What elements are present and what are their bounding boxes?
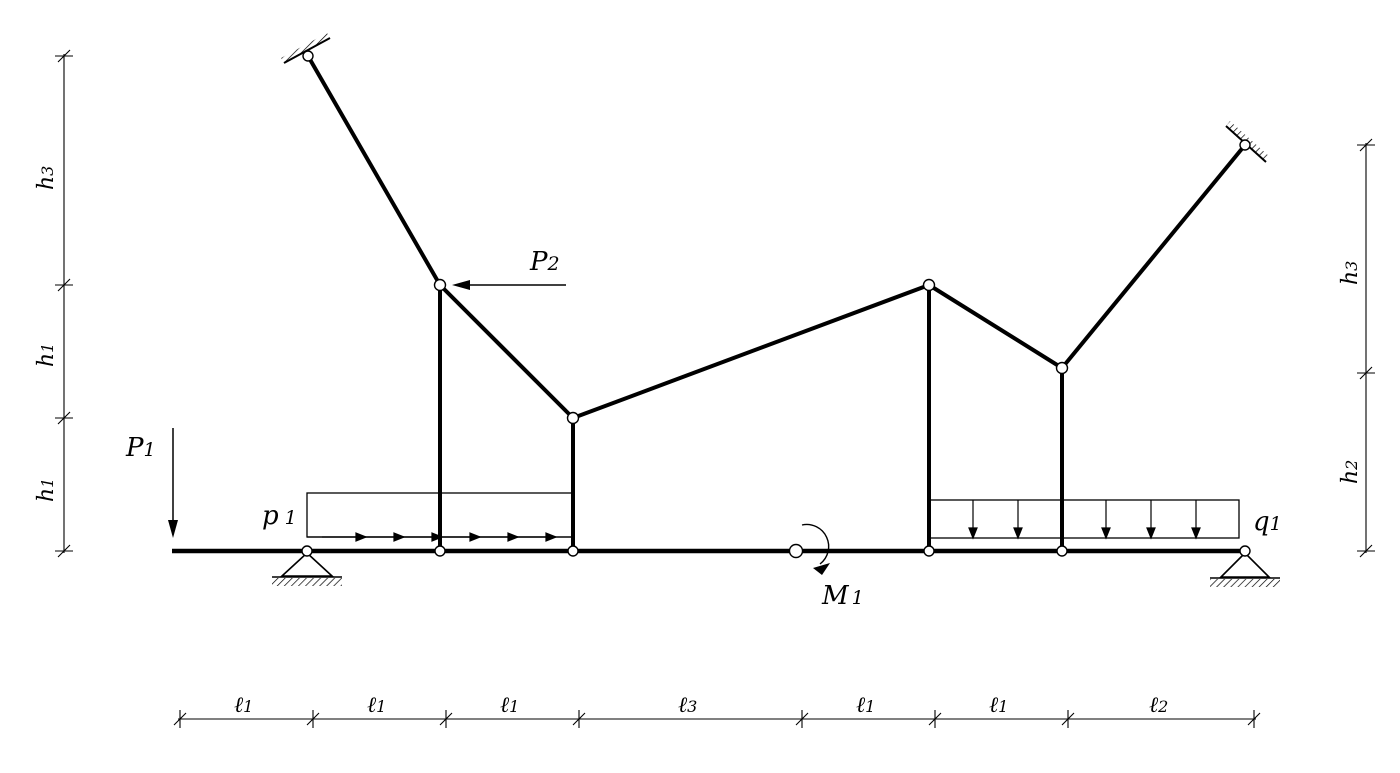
dim-bottom-7: ℓ2 [1149,693,1168,718]
member-left-diag [438,283,575,420]
dim-bottom-5: ℓ1 [856,693,875,718]
dim-left-1: h3 [34,166,59,190]
dim-right-1: h3 [1338,261,1363,285]
right-pin-support [1210,551,1280,587]
dim-bottom-1: ℓ1 [234,693,253,718]
member-right-upper [1060,143,1247,370]
member-left-upper [306,55,442,286]
hinge [301,545,313,557]
hinge [1239,139,1251,151]
hinge [433,278,447,292]
dim-bottom-4: ℓ3 [678,693,697,718]
left-pin-support [272,551,342,586]
point-load-p2-arrow [452,280,566,290]
hinge [302,50,314,62]
label-q1: q1 [1253,507,1282,537]
hinge [923,545,935,557]
member-right-diag [927,283,1064,370]
hinge [434,545,446,557]
hinge [567,545,579,557]
bottom-dimension [173,710,1261,728]
point-load-p1-arrow [168,428,178,538]
distributed-load-p1 [306,492,574,542]
hinges [301,50,1251,559]
hinge [1055,361,1069,375]
moment-m1-arrow [801,523,830,575]
dim-right-2: h2 [1338,460,1363,484]
right-dimension [1357,138,1375,558]
hinge [566,411,580,425]
left-dimension [55,49,73,558]
dim-bottom-3: ℓ1 [500,693,519,718]
dim-bottom-2: ℓ1 [367,693,386,718]
dim-left-2: h1 [34,343,59,367]
dim-bottom-6: ℓ1 [989,693,1008,718]
member-top-chord [572,283,930,420]
dim-left-3: h1 [34,478,59,502]
label-p1-point: P1 [125,433,156,463]
hinge [1056,545,1068,557]
distributed-load-q1 [928,499,1240,540]
label-p2: P2 [529,247,560,277]
hinge [922,278,936,292]
hinge [1239,545,1251,557]
hinge [788,543,804,559]
